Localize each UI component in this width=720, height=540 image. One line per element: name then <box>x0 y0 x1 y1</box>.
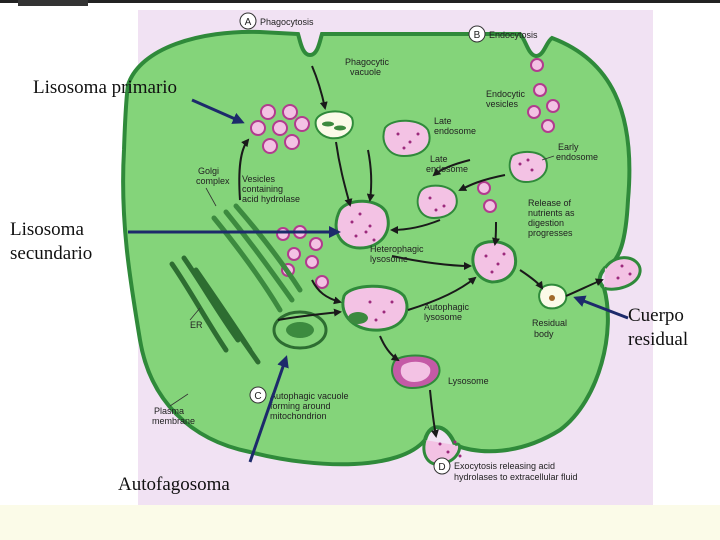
residual-granule <box>549 295 555 301</box>
label-endocytic-1: Endocytic <box>486 89 526 99</box>
label-late-endosome-top-1: Late <box>434 116 452 126</box>
step-markers <box>239 12 486 475</box>
phagocytic-vacuole <box>314 110 354 140</box>
label-lisosoma-secundario-line2: secundario <box>10 243 93 264</box>
endosome-vesicles <box>477 181 497 213</box>
top-border-tab <box>18 0 88 6</box>
late-endosome-mid <box>416 184 458 220</box>
label-late-endosome-top-2: endosome <box>434 126 476 136</box>
endocytic-vesicles <box>527 58 560 133</box>
label-vesicles-1: Vesicles <box>242 174 276 184</box>
pathway-arrows <box>238 65 604 438</box>
release-bud <box>603 256 642 291</box>
mitochondrion-remnant <box>348 312 368 324</box>
label-cuerpo-residual: Cuerpo residual <box>628 304 688 352</box>
label-lisosoma-secundario-line1: Lisosoma <box>10 219 84 240</box>
label-vesicles-2: containing <box>242 184 283 194</box>
label-residual-2: body <box>534 329 554 339</box>
autophagic-lysosome <box>341 284 409 332</box>
label-release-3: digestion <box>528 218 564 228</box>
label-release-4: progresses <box>528 228 573 238</box>
primary-lysosome-cluster <box>250 104 310 154</box>
label-plasma-1: Plasma <box>154 406 184 416</box>
marker-b: B <box>474 30 481 41</box>
label-autophagic-lys-1: Autophagic <box>424 302 470 312</box>
label-cuerpo-residual-line2: residual <box>628 329 689 350</box>
hydrolase-dots <box>350 132 632 458</box>
label-residual-1: Residual <box>532 318 567 328</box>
marker-a: A <box>245 17 252 28</box>
bacteria <box>322 121 346 131</box>
top-border-line <box>0 0 720 3</box>
label-lysosome: Lysosome <box>448 376 489 386</box>
early-endosome <box>508 150 548 184</box>
label-autofagosoma: Autofagosoma <box>118 474 230 495</box>
label-vesicles-3: acid hydrolase <box>242 194 300 204</box>
heterophagic-lysosome <box>334 199 390 250</box>
lysosome-lower-core <box>400 361 431 382</box>
label-late-endosome-mid-2: endosome <box>426 164 468 174</box>
label-autophagic-vac-3: mitochondrion <box>270 411 327 421</box>
golgi-complex <box>211 203 303 313</box>
label-exocytosis-2: hydrolases to extracellular fluid <box>454 472 578 482</box>
label-lisosoma-primario: Lisosoma primario <box>33 77 178 98</box>
label-heterophagic-2: lysosome <box>370 254 408 264</box>
label-early-endosome-2: endosome <box>556 152 598 162</box>
label-phagocytic-1: Phagocytic <box>345 57 390 67</box>
endoplasmic-reticulum <box>169 255 261 365</box>
digesting-lysosome <box>471 240 517 284</box>
label-golgi-1: Golgi <box>198 166 219 176</box>
marker-c: C <box>254 391 261 402</box>
label-heterophagic-1: Heterophagic <box>370 244 424 254</box>
autophagic-vacuole <box>272 310 328 350</box>
marker-d: D <box>438 462 445 473</box>
footer-band <box>0 505 720 540</box>
label-leaders <box>169 155 555 407</box>
label-cuerpo-residual-line1: Cuerpo <box>628 305 684 326</box>
label-lisosoma-secundario: Lisosoma secundario <box>10 218 92 266</box>
label-er: ER <box>190 320 203 330</box>
label-autophagic-lys-2: lysosome <box>424 312 462 322</box>
annotation-arrows <box>128 98 629 463</box>
label-release-2: nutrients as <box>528 208 575 218</box>
label-early-endosome-1: Early <box>558 142 579 152</box>
label-autophagic-vac-2: forming around <box>270 401 331 411</box>
label-exocytosis-1: Exocytosis releasing acid <box>454 461 555 471</box>
label-phagocytosis: Phagocytosis <box>260 17 314 27</box>
label-late-endosome-mid-1: Late <box>430 154 448 164</box>
label-plasma-2: membrane <box>152 416 195 426</box>
label-endocytic-2: vesicles <box>486 99 519 109</box>
label-endocytosis: Endocytosis <box>489 30 538 40</box>
late-endosome-top <box>382 119 431 158</box>
label-autophagic-vac-1: Autophagic vacuole <box>270 391 349 401</box>
label-release-1: Release of <box>528 198 572 208</box>
label-phagocytic-2: vacuole <box>350 67 381 77</box>
label-golgi-2: complex <box>196 176 230 186</box>
